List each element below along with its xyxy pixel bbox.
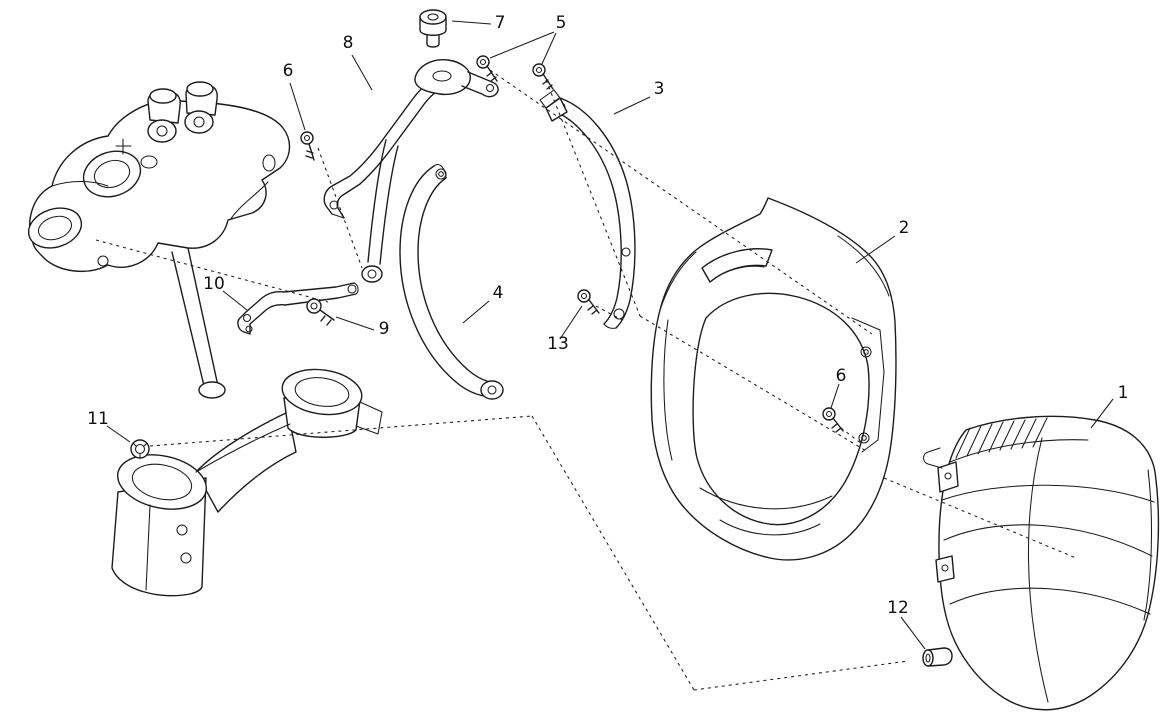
steering-stem: [171, 247, 226, 399]
rubber-mount-grommet: [419, 9, 447, 48]
callout-12: 12: [887, 598, 909, 618]
callout-3: 3: [654, 79, 665, 99]
callout-7: 7: [495, 13, 506, 33]
headlight-unit: [922, 415, 1160, 711]
screw-13: [577, 289, 600, 315]
flanged-nut-11: [130, 439, 150, 459]
screw-pair-5: [476, 55, 554, 90]
callout-leader-lines: [106, 20, 1114, 650]
callout-11: 11: [87, 409, 109, 429]
callout-1: 1: [1118, 383, 1129, 403]
callout-10: 10: [203, 274, 225, 294]
screw-9: [306, 298, 335, 326]
headlamp-fairing: [650, 197, 897, 561]
callout-9: 9: [379, 319, 390, 339]
callout-13: 13: [547, 334, 569, 354]
upper-triple-clamp: [27, 81, 291, 272]
callout-6-left: 6: [283, 61, 294, 81]
callout-numbers: 7 5 8 6 3 2 10 4 9 13 6 1 11 12: [87, 13, 1128, 618]
callout-5: 5: [556, 13, 567, 33]
callout-2: 2: [899, 218, 910, 238]
assembly-axis-lines: [95, 69, 1077, 691]
instrument-bracket: [323, 59, 499, 283]
small-link-bracket: [237, 282, 359, 335]
callout-4: 4: [493, 283, 504, 303]
screw-6-right: [822, 407, 844, 433]
lower-triple-clamp: [111, 368, 383, 597]
grommet-12: [922, 647, 953, 667]
screw-6-left: [300, 131, 315, 161]
side-support-bracket: [539, 89, 636, 329]
curved-support-bracket: [399, 164, 504, 400]
callout-6-right: 6: [836, 366, 847, 386]
callout-8: 8: [343, 33, 354, 53]
